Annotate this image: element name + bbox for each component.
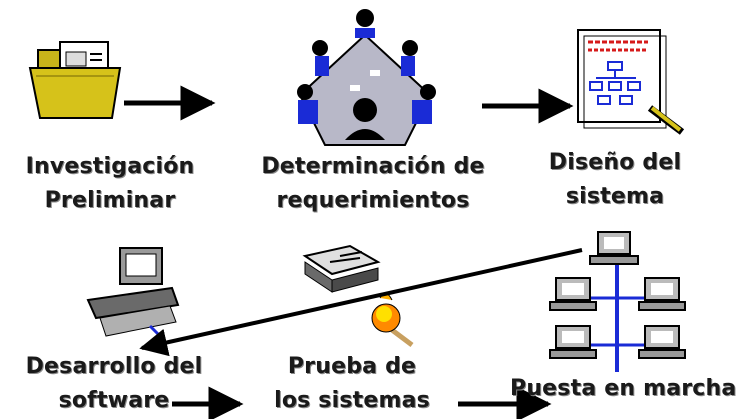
label-diseno: Diseño del sistema xyxy=(540,146,690,214)
label-desarrollo-line1: Desarrollo del xyxy=(25,354,203,379)
label-desarrollo-line2: software xyxy=(58,388,170,413)
label-determinacion-line1: Determinación de xyxy=(261,154,485,179)
label-investigacion: Investigación Preliminar xyxy=(20,150,200,218)
arrow-diseno-to-desarrollo xyxy=(139,248,583,357)
label-diseno-line1: Diseño del xyxy=(548,150,682,175)
label-investigacion-line1: Investigación xyxy=(25,154,195,179)
document-flowchart-icon xyxy=(577,29,685,135)
label-prueba: Prueba de los sistemas xyxy=(262,350,442,418)
label-determinacion: Determinación de requerimientos xyxy=(258,150,488,218)
label-diseno-line2: sistema xyxy=(565,184,665,209)
label-investigacion-line2: Preliminar xyxy=(44,188,176,213)
folder-document-icon xyxy=(28,41,122,119)
label-determinacion-line2: requerimientos xyxy=(276,188,470,213)
network-computers-icon xyxy=(549,231,686,372)
label-puesta-line1: Puesta en marcha xyxy=(510,376,737,401)
stacked-papers-fire-icon xyxy=(302,244,414,347)
label-prueba-line1: Prueba de xyxy=(287,354,417,379)
desktop-computer-icon xyxy=(86,247,180,337)
label-prueba-line2: los sistemas xyxy=(274,388,430,413)
label-desarrollo: Desarrollo del software xyxy=(14,350,214,418)
label-puesta: Puesta en marcha xyxy=(510,372,737,406)
meeting-table-icon xyxy=(297,9,436,146)
